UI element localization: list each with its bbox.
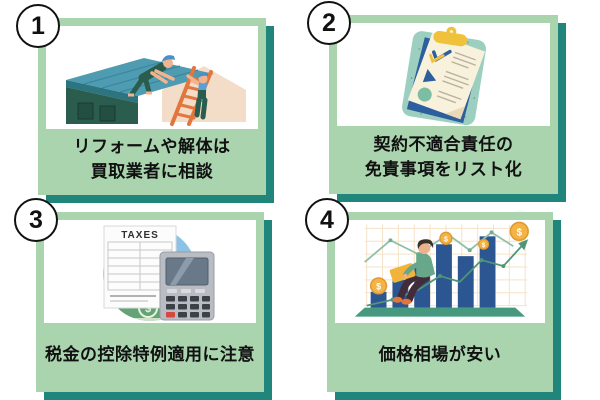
coin-dollar-symbol: $: [482, 243, 486, 249]
clipboard-icon: [402, 26, 486, 126]
tax-calculator-illustration: $ TAXES: [44, 220, 256, 323]
number-badge-3-label: 3: [29, 205, 43, 234]
card-1: 1: [16, 4, 266, 195]
number-badge-3: 3: [14, 198, 58, 242]
chart-platform: [354, 307, 526, 317]
number-badge-4-label: 4: [320, 205, 334, 234]
bar-chart-icon: $ $ $ $: [354, 221, 529, 317]
taxes-icon: $ TAXES: [103, 225, 215, 321]
caption-line: 契約不適合責任の: [373, 134, 514, 154]
card-3-caption: 税金の控除特例適用に注意: [44, 323, 256, 392]
card-4: 4: [305, 198, 553, 392]
worker-on-roof: [128, 55, 175, 97]
card-2: 2: [307, 1, 558, 194]
number-badge-1-label: 1: [31, 11, 45, 40]
caption-line: リフォームや解体は: [73, 136, 231, 156]
number-badge-1: 1: [16, 4, 60, 48]
coin-dollar-symbol: $: [516, 227, 522, 238]
number-badge-2: 2: [307, 1, 351, 45]
caption-line: 免責事項をリスト化: [364, 160, 523, 179]
paper-sheet: [407, 32, 486, 120]
caption-line: 税金の控除特例適用に注意: [45, 344, 255, 364]
caption-line: 価格相場が安い: [378, 344, 502, 364]
worker-on-ladder: [186, 72, 208, 120]
card-3: 3 $ TAXES: [14, 198, 264, 392]
number-badge-2-label: 2: [322, 8, 336, 37]
caption-line: 買取業者に相談: [90, 162, 214, 181]
dollar-coins: $ $ $ $: [369, 221, 529, 295]
triangle-bullet: [422, 69, 437, 83]
person-with-laptop: [389, 239, 436, 305]
dollar-symbol: $: [145, 303, 151, 315]
coin-dollar-symbol: $: [376, 281, 381, 291]
circle-bullet: [417, 87, 432, 102]
calculator-icon: [159, 251, 215, 321]
clipboard-clip: [433, 26, 468, 47]
workers-renovating-roof-illustration: [46, 26, 258, 129]
card-1-caption: リフォームや解体は 買取業者に相談: [46, 129, 258, 195]
number-badge-4: 4: [305, 198, 349, 242]
calculator-red-key: [166, 312, 175, 318]
card-4-caption: 価格相場が安い: [335, 323, 545, 392]
taxes-label: TAXES: [121, 230, 159, 241]
workers-roof-icon: [66, 55, 246, 126]
clipboard-checklist-illustration: [337, 23, 550, 126]
card-2-caption: 契約不適合責任の 免責事項をリスト化: [337, 126, 550, 194]
coin-dollar-symbol: $: [444, 236, 448, 243]
growth-chart-illustration: $ $ $ $: [335, 220, 545, 323]
